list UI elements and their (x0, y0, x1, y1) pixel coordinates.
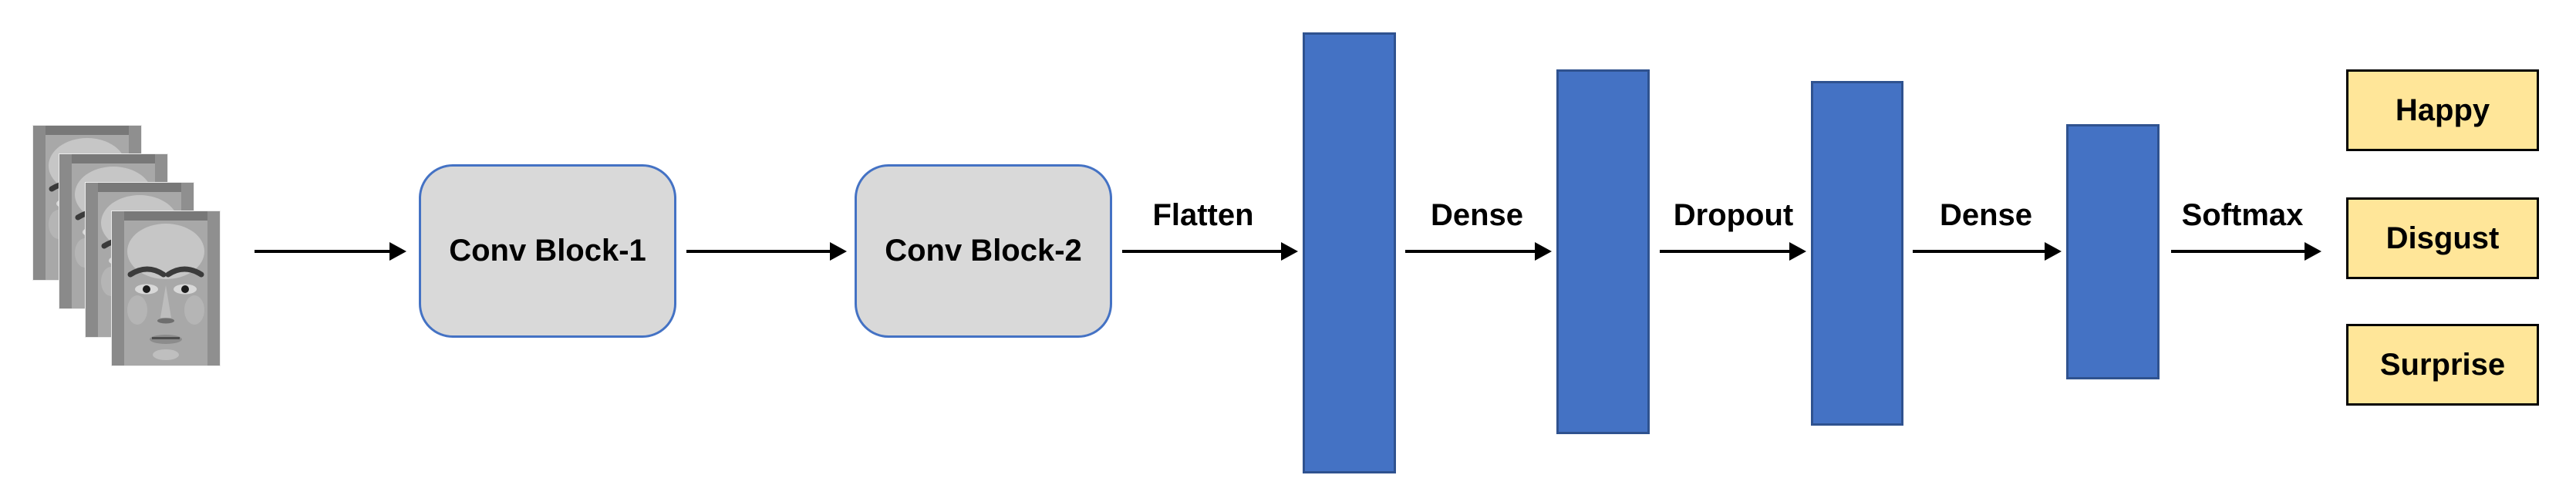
output-box-surprise: Surprise (2346, 324, 2539, 406)
arrow-dense-1 (1405, 242, 1552, 261)
dense-1-label: Dense (1430, 198, 1524, 232)
output-label-disgust: Disgust (2385, 221, 2500, 255)
output-box-happy: Happy (2346, 69, 2539, 151)
output-label-surprise: Surprise (2379, 347, 2506, 382)
conv-block-2: Conv Block-2 (855, 164, 1112, 338)
face-image (111, 211, 221, 366)
dense-layer-2-bar (2066, 124, 2160, 379)
output-box-disgust: Disgust (2346, 197, 2539, 279)
arrow-softmax (2171, 242, 2321, 261)
conv-block-1: Conv Block-1 (419, 164, 676, 338)
output-label-happy: Happy (2395, 93, 2490, 127)
softmax-label: Softmax (2181, 198, 2304, 232)
arrow-flatten (1122, 242, 1298, 261)
dropout-layer-bar (1811, 81, 1903, 426)
dropout-label: Dropout (1673, 198, 1794, 232)
flatten-label: Flatten (1152, 198, 1254, 232)
dense-2-label: Dense (1939, 198, 2033, 232)
arrow-dropout (1660, 242, 1806, 261)
conv-block-2-label: Conv Block-2 (885, 234, 1082, 268)
conv-block-1-label: Conv Block-1 (449, 234, 646, 268)
flatten-layer-bar (1303, 32, 1396, 473)
arrow-input-to-conv1 (255, 242, 406, 261)
dense-layer-1-bar (1556, 69, 1650, 434)
arrow-dense-2 (1913, 242, 2062, 261)
arrow-conv1-to-conv2 (686, 242, 847, 261)
